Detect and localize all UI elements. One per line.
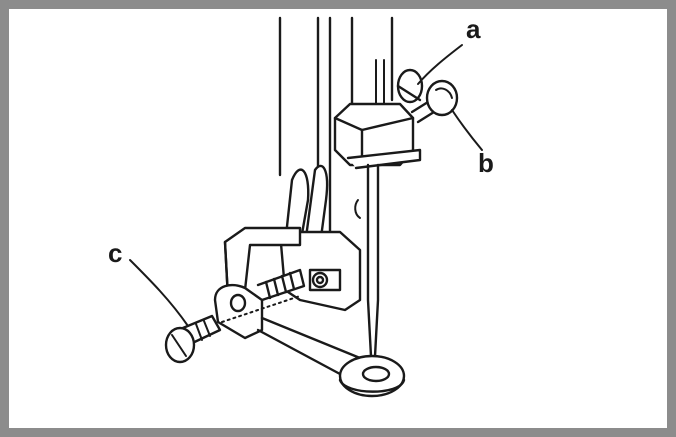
needle xyxy=(354,163,380,377)
callout-label-b: b xyxy=(478,148,494,178)
foot-shank xyxy=(278,164,362,312)
callout-label-c: c xyxy=(108,238,123,268)
adjusting-screw-shaft xyxy=(256,268,306,302)
callout-a-line xyxy=(417,44,463,85)
foot-sole xyxy=(256,316,406,398)
foot-screw-c xyxy=(164,314,222,364)
side-plate xyxy=(213,284,264,340)
needle-clamp xyxy=(333,102,422,170)
thumb-screw-b xyxy=(410,79,459,124)
screw-alignment-dotted-line xyxy=(221,295,301,323)
callout-c-line xyxy=(129,259,189,327)
needle-clamp-screw-a xyxy=(396,68,424,104)
callout-label-a: a xyxy=(466,14,481,44)
callout-b-line xyxy=(451,109,483,151)
